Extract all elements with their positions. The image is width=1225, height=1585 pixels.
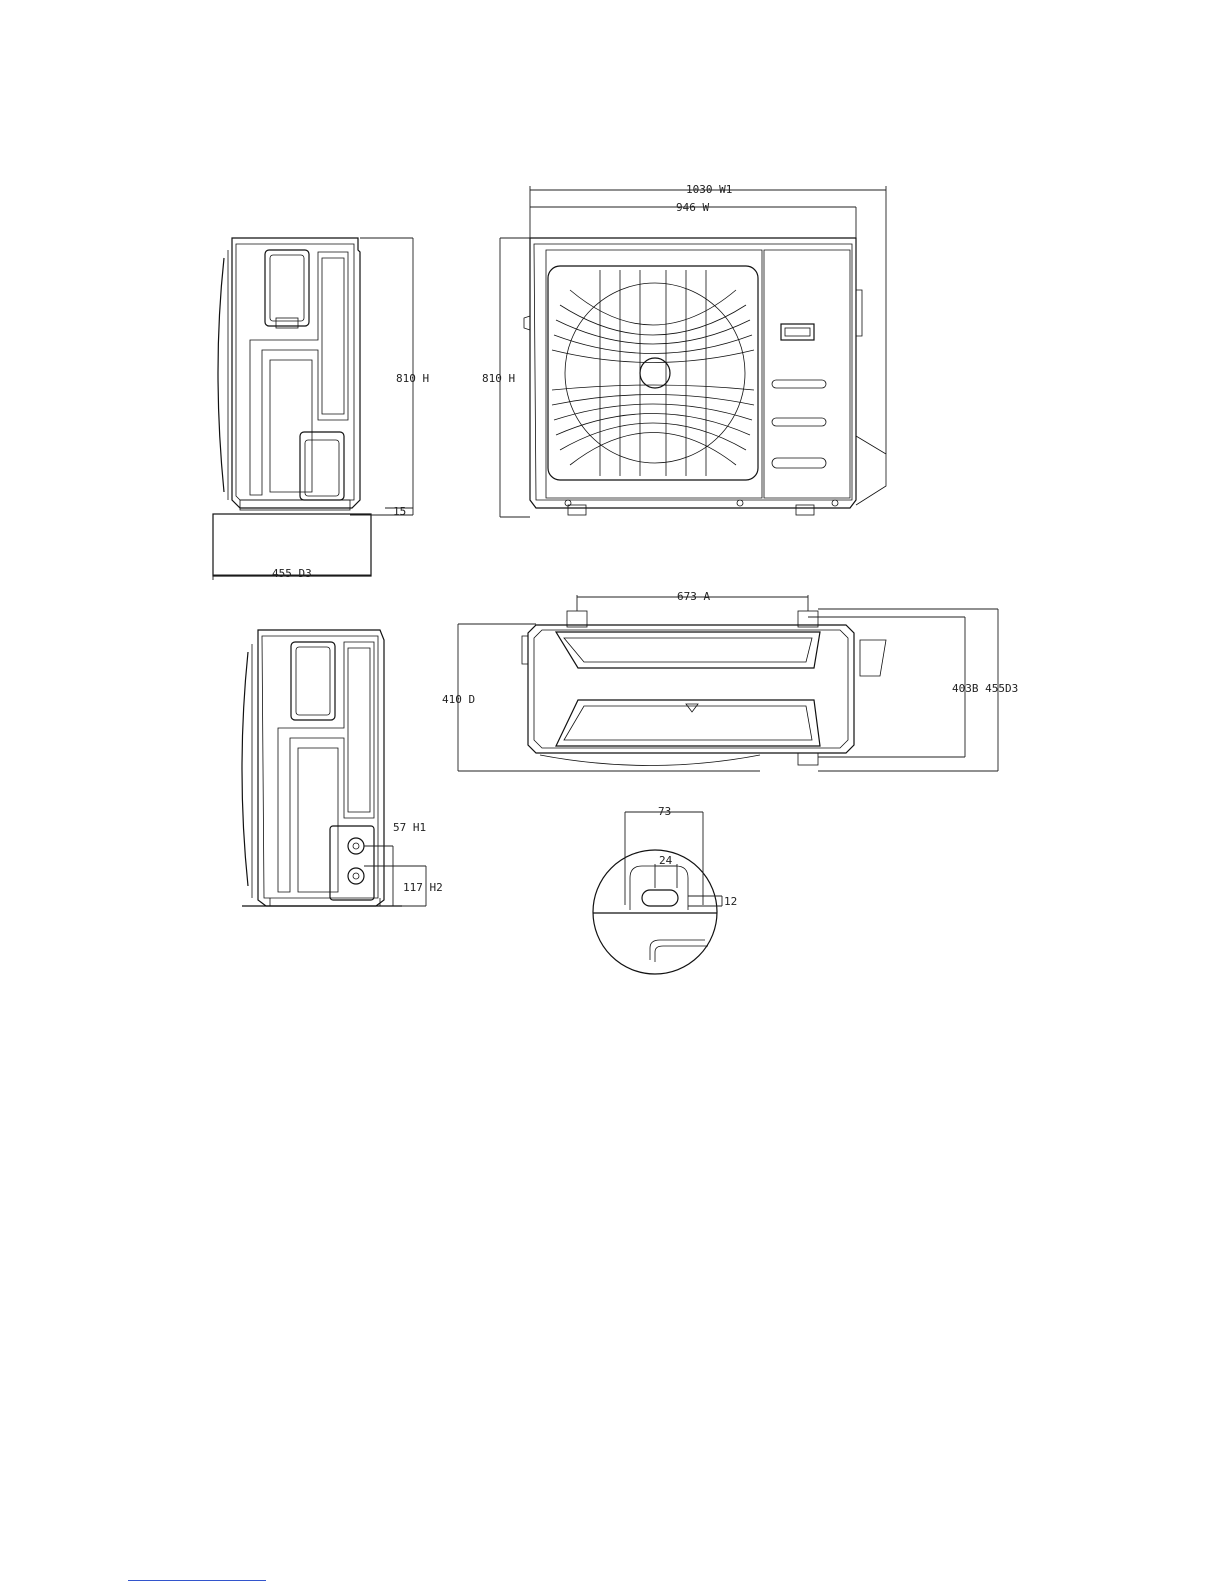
- right-depths-label: 403B 455D3: [952, 682, 1018, 695]
- footer-link-underline[interactable]: [128, 1580, 266, 1581]
- detail-offset-label: 12: [724, 895, 737, 908]
- base-depth-label: 455 D3: [272, 567, 312, 580]
- detail-slot-label: 24: [659, 854, 673, 867]
- detail-width-label: 73: [658, 805, 671, 818]
- top-depth-label: 410 D: [442, 693, 475, 706]
- valve-dimension-lines: [364, 846, 426, 906]
- side-height-label: 810 H: [396, 372, 429, 385]
- fan-grille-lines: [552, 270, 754, 476]
- valve-h1-label: 57 H1: [393, 821, 426, 834]
- detail-dimension-lines: [625, 812, 722, 906]
- overall-width-label: 1030 W1: [686, 183, 732, 196]
- side-view-top: [218, 238, 360, 510]
- front-view: [524, 238, 886, 515]
- valve-h2-label: 117 H2: [403, 881, 443, 894]
- front-height-label: 810 H: [482, 372, 515, 385]
- mount-spacing-label: 673 A: [677, 590, 710, 603]
- top-view: [522, 611, 886, 766]
- side-view-valves: [242, 630, 402, 906]
- leg-height-label: 15: [393, 505, 406, 518]
- side-dimension-lines: [213, 238, 413, 580]
- body-width-label: 946 W: [676, 201, 709, 214]
